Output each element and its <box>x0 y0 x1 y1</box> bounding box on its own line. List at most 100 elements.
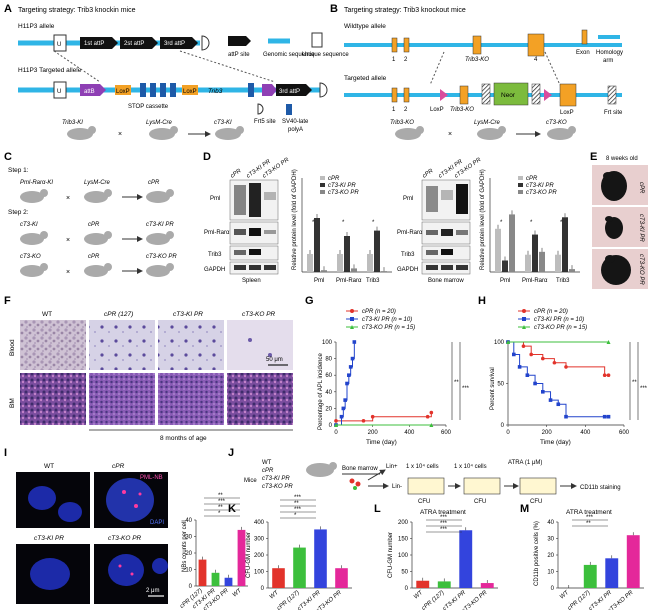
exon-num-2: 2 <box>404 57 408 63</box>
sig-label: *** <box>294 495 302 501</box>
panel-letter-b: B <box>330 3 338 15</box>
sig-label: *** <box>218 499 226 505</box>
point <box>602 373 607 378</box>
bar-Trib3-cT3-KI PR <box>562 217 568 272</box>
g-ylabel: Percentage of APL incidence <box>318 353 324 430</box>
y-tick-label: 100 <box>398 553 409 559</box>
loxp-label-b1: LoxP <box>430 107 444 113</box>
svg-text:cPR (n = 20): cPR (n = 20) <box>534 309 568 315</box>
svg-text:cT3-KI PR (n = 10): cT3-KI PR (n = 10) <box>534 317 584 323</box>
allele-wt-b: Wildtype allele <box>344 23 386 30</box>
panel-letter-g: G <box>305 295 314 307</box>
point <box>347 373 351 377</box>
connector-1 <box>53 50 101 83</box>
loxp-label-1: LoxP <box>116 89 130 95</box>
point <box>352 340 357 344</box>
d-ylabel-1: Relative protein level (fold of GAPDH) <box>292 169 298 270</box>
j-group-cpr: cPR <box>262 468 274 474</box>
point <box>348 365 353 369</box>
svg-text:cT3-KI PR: cT3-KI PR <box>526 183 554 189</box>
western-blot-spleen <box>229 179 279 275</box>
point <box>556 402 561 407</box>
svg-text:Pml-Rarα: Pml-Rarα <box>522 278 548 284</box>
point <box>533 381 537 386</box>
h-ylabel: Percent survival <box>490 367 496 410</box>
point <box>334 423 338 427</box>
svg-text:cT3-KO PR: cT3-KO PR <box>328 190 359 196</box>
bar-Trib3-cPR <box>367 254 373 272</box>
third-attp-label: 3rd attP <box>279 89 300 95</box>
f-col-cpr: cPR (127) <box>104 311 133 318</box>
chart-d-spleen: *** <box>307 214 387 272</box>
unique-seq-box <box>53 34 67 52</box>
svg-text:Pml: Pml <box>500 278 510 284</box>
series-line-1 <box>508 341 609 418</box>
point <box>541 390 545 394</box>
point <box>341 406 346 411</box>
bar-Pml-cT3-KO PR <box>509 214 515 272</box>
sig-label: ** <box>294 501 299 507</box>
j-group-ki: cT3-KI PR <box>262 476 290 482</box>
cross-b-1: Trib3-KO <box>390 120 414 126</box>
cross-b-2: LysM-Cre <box>474 120 501 126</box>
svg-text:×: × <box>66 195 70 202</box>
sig-label: *** <box>440 521 448 527</box>
j-cfu-dish-1 <box>407 477 445 495</box>
cross-a-3: cT3-KI <box>214 120 232 126</box>
sig-star: * <box>560 220 563 226</box>
e-label-ki: cT3-KI PR <box>638 214 644 242</box>
j-cfu-label-3: CFU <box>530 499 542 505</box>
svg-text:cPR: cPR <box>422 168 435 180</box>
y-tick-label: 200 <box>254 553 265 559</box>
panel-g: G Percentage of APL incidence 0204060801… <box>305 295 470 446</box>
svg-text:Pml: Pml <box>403 196 413 202</box>
i-tile-wt-label: WT <box>44 463 54 470</box>
unique-seq-box-tg <box>53 81 67 99</box>
allele-h11p3-targeted: H11P3 Targeted allele <box>18 67 82 74</box>
k-ylabel: CFU-GM number <box>246 532 252 578</box>
exon-num-4: 4 <box>534 57 538 63</box>
sig-label: ** <box>586 521 591 527</box>
legend-homology-2: arm <box>603 58 613 64</box>
svg-text:cPR: cPR <box>230 168 243 180</box>
legend-unique-label: Unique sequence <box>302 52 349 58</box>
bar-Trib3-cT3-KO PR <box>381 271 387 272</box>
sig-label: * <box>218 511 221 517</box>
sig-label: ** <box>218 493 223 499</box>
bar-WT <box>237 529 246 586</box>
i-scale-label: 2 μm <box>146 588 159 594</box>
panel-letter-d: D <box>203 151 211 163</box>
svg-text:Trib3: Trib3 <box>401 252 415 258</box>
micrograph-bm-ki <box>158 373 224 425</box>
bar-WT <box>416 580 430 588</box>
y-tick-label: 150 <box>398 537 409 543</box>
g-legend: cPR (n = 20) cT3-KI PR (n = 10) cT3-KO P… <box>346 309 415 331</box>
y-tick-label: 40 <box>547 520 554 526</box>
sig-label: * <box>294 513 297 519</box>
panel-letter-i: I <box>4 447 7 459</box>
panel-letter-j: J <box>228 447 234 459</box>
point <box>564 365 568 369</box>
m-title: ATRA treatment <box>566 509 612 516</box>
bar-cT3-KI PR <box>459 530 473 588</box>
panel-d: D cPR cT3-KI PR cT3-KO PR Pml Pml-Rarα T… <box>203 151 580 284</box>
bar-cPR (127) <box>293 547 306 588</box>
e-label-ko: cT3-KO PR <box>638 254 644 285</box>
panel-e: E 8 weeks old cPR cT3-KI PR cT3-KO PR <box>590 151 648 289</box>
attb-label: attB <box>84 89 95 95</box>
svg-text:Trib3: Trib3 <box>556 278 570 284</box>
c-row3-b: cPR <box>88 254 100 260</box>
y-tick-label: 30 <box>547 537 554 543</box>
legend-attp-icon <box>228 36 251 46</box>
attp-arrows: 1st attP 2st attP 3rd attP <box>80 37 198 49</box>
blot-label-pml-1: Pml <box>210 196 220 202</box>
panel-letter-c: C <box>4 151 12 163</box>
cross-b-x: × <box>448 131 452 138</box>
j-cfu-label-2: CFU <box>474 499 486 505</box>
trib3-label-a: Trib3 <box>208 88 223 95</box>
svg-text:cT3-KO PR (n = 15): cT3-KO PR (n = 15) <box>534 325 587 331</box>
